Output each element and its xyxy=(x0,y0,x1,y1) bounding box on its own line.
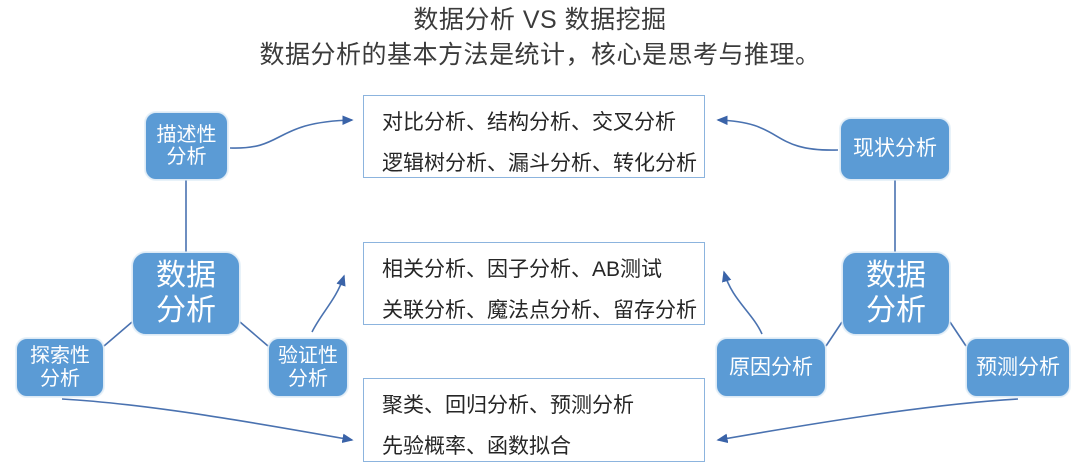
node-cause-analysis[interactable]: 原因分析 xyxy=(716,338,826,397)
node-left-center-line2: 分析 xyxy=(156,293,216,327)
detail-box-descriptive: 对比分析、结构分析、交叉分析 逻辑树分析、漏斗分析、转化分析 xyxy=(363,95,705,178)
node-forecast-analysis[interactable]: 预测分析 xyxy=(966,338,1070,397)
detail-box-exploratory: 聚类、回归分析、预测分析 先验概率、函数拟合 xyxy=(363,378,705,462)
detail-confirmatory-row1: 相关分析、因子分析、AB测试 xyxy=(382,258,663,281)
arrow-cause-to-detail2 xyxy=(722,270,763,335)
page-title: 数据分析 VS 数据挖掘 xyxy=(413,6,667,34)
node-left-data-analysis[interactable]: 数据 分析 xyxy=(132,252,240,335)
node-right-center-line1: 数据 xyxy=(866,259,926,292)
node-descriptive-analysis[interactable]: 描述性 分析 xyxy=(145,112,228,180)
arrow-exploratory-to-detail3 xyxy=(61,398,354,444)
arrow-confirmatory-to-detail2 xyxy=(311,274,346,333)
arrow-current-to-detail1 xyxy=(716,115,839,151)
node-confirmatory-line1: 验证性 xyxy=(278,345,338,368)
node-exploratory-analysis[interactable]: 探索性 分析 xyxy=(16,338,104,397)
detail-exploratory-row2: 先验概率、函数拟合 xyxy=(382,435,571,458)
detail-box-confirmatory: 相关分析、因子分析、AB测试 关联分析、魔法点分析、留存分析 xyxy=(363,242,705,325)
page-subtitle: 数据分析的基本方法是统计，核心是思考与推理。 xyxy=(259,41,821,69)
node-confirmatory-analysis[interactable]: 验证性 分析 xyxy=(268,338,348,397)
node-exploratory-line1: 探索性 xyxy=(30,345,90,368)
detail-exploratory-row1: 聚类、回归分析、预测分析 xyxy=(382,394,634,417)
detail-descriptive-row1: 对比分析、结构分析、交叉分析 xyxy=(382,111,676,134)
detail-confirmatory-row2: 关联分析、魔法点分析、留存分析 xyxy=(382,299,697,322)
detail-descriptive-row2: 逻辑树分析、漏斗分析、转化分析 xyxy=(382,152,697,175)
node-confirmatory-line2: 分析 xyxy=(288,367,328,390)
arrow-forecast-to-detail3 xyxy=(716,398,1019,444)
arrow-descriptive-to-detail1 xyxy=(229,115,354,149)
link-center-cause xyxy=(825,321,843,347)
node-current-line1: 现状分析 xyxy=(853,137,937,161)
link-center-confirmatory xyxy=(239,321,269,347)
node-descriptive-line2: 分析 xyxy=(166,146,207,168)
link-center-forecast xyxy=(949,321,967,347)
node-exploratory-line2: 分析 xyxy=(40,367,80,390)
node-forecast-line1: 预测分析 xyxy=(976,355,1060,379)
node-left-center-line1: 数据 xyxy=(156,259,216,292)
node-descriptive-line1: 描述性 xyxy=(156,123,217,146)
node-current-situation-analysis[interactable]: 现状分析 xyxy=(840,118,950,180)
node-right-data-analysis[interactable]: 数据 分析 xyxy=(842,252,950,335)
node-right-center-line2: 分析 xyxy=(866,293,926,327)
link-center-exploratory xyxy=(103,321,133,347)
node-cause-line1: 原因分析 xyxy=(729,355,813,379)
